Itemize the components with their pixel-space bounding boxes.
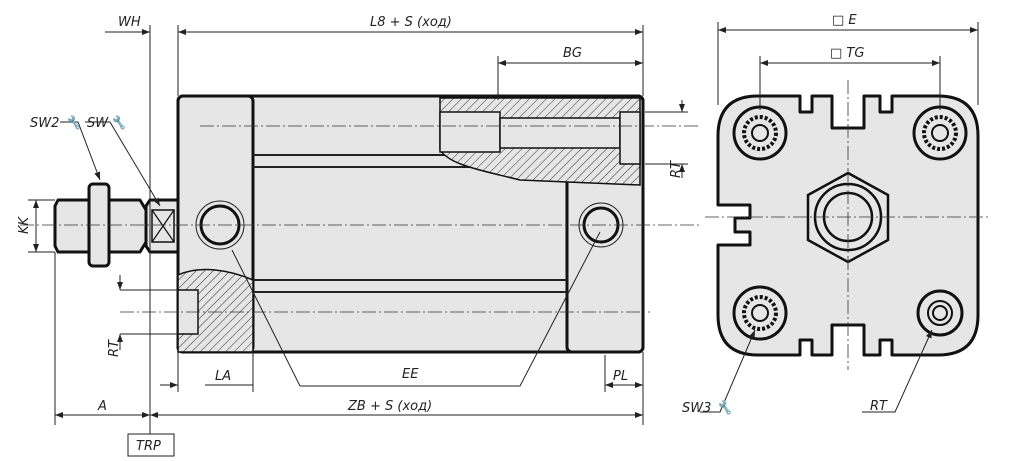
wrench-icon: 🔧 — [110, 114, 129, 131]
label-a: A — [97, 399, 107, 414]
label-pl: PL — [613, 369, 628, 384]
label-rt-right: RT — [669, 160, 684, 178]
wrench-icon: 🔧 — [716, 399, 735, 416]
corner-bolts — [732, 105, 968, 341]
label-e: □ E — [832, 13, 857, 28]
label-sw2: SW2 — [30, 116, 59, 131]
label-rt-end: RT — [870, 399, 888, 414]
wrench-icon: 🔧 — [65, 114, 84, 131]
label-rt-left: RT — [107, 339, 122, 357]
label-sw3: SW3 — [682, 401, 711, 416]
label-bg: BG — [563, 46, 582, 61]
dimensions — [28, 22, 979, 457]
label-l8: L8 + S (ход) — [370, 15, 452, 30]
label-wh: WH — [118, 15, 141, 30]
label-trp: TRP — [136, 439, 161, 454]
label-zb: ZB + S (ход) — [347, 399, 432, 414]
end-view — [705, 80, 990, 370]
label-la: LA — [215, 369, 231, 384]
label-tg: □ TG — [830, 46, 864, 61]
label-sw: SW — [87, 116, 109, 131]
label-ee: EE — [402, 367, 419, 382]
side-view — [20, 94, 700, 354]
label-kk: KK — [17, 215, 32, 234]
